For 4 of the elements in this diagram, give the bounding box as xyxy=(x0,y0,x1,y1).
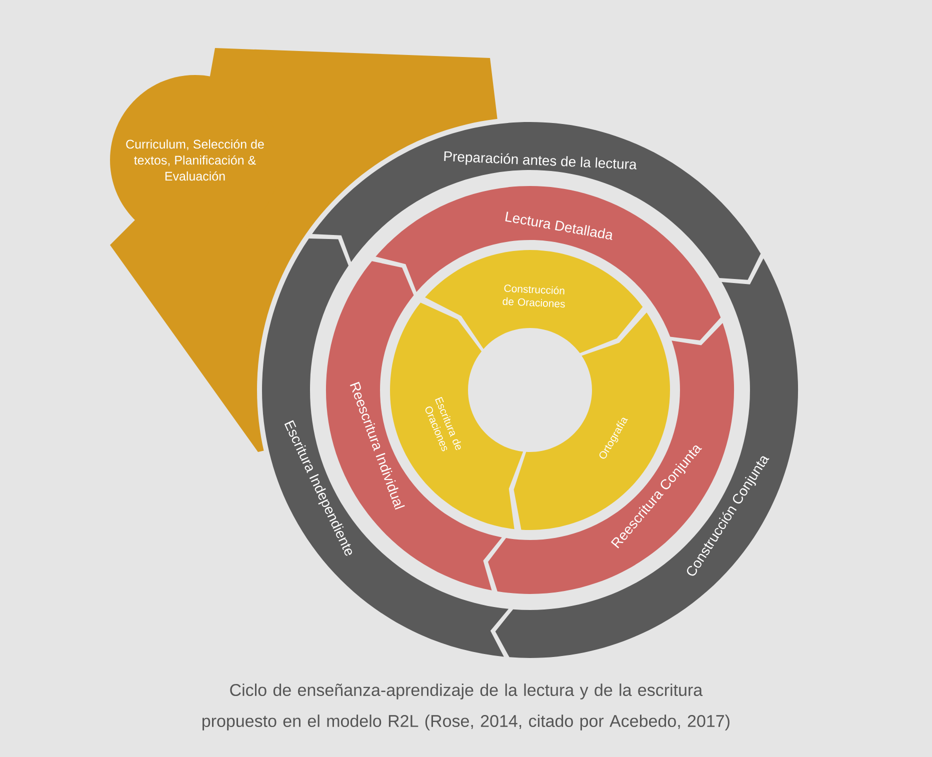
node-label: Curriculum, Selección de textos, Planificación & Evaluación xyxy=(126,139,264,181)
ring-segment: Construcción de Oraciones xyxy=(425,250,643,354)
node-label: Lectura Detallada xyxy=(505,212,612,240)
caption: Ciclo de enseñanza-aprendizaje de la lectura y de la escritura propuesto en el modelo R2L (Rose, 2014, citado por Acebedo, 2017) xyxy=(202,684,730,730)
